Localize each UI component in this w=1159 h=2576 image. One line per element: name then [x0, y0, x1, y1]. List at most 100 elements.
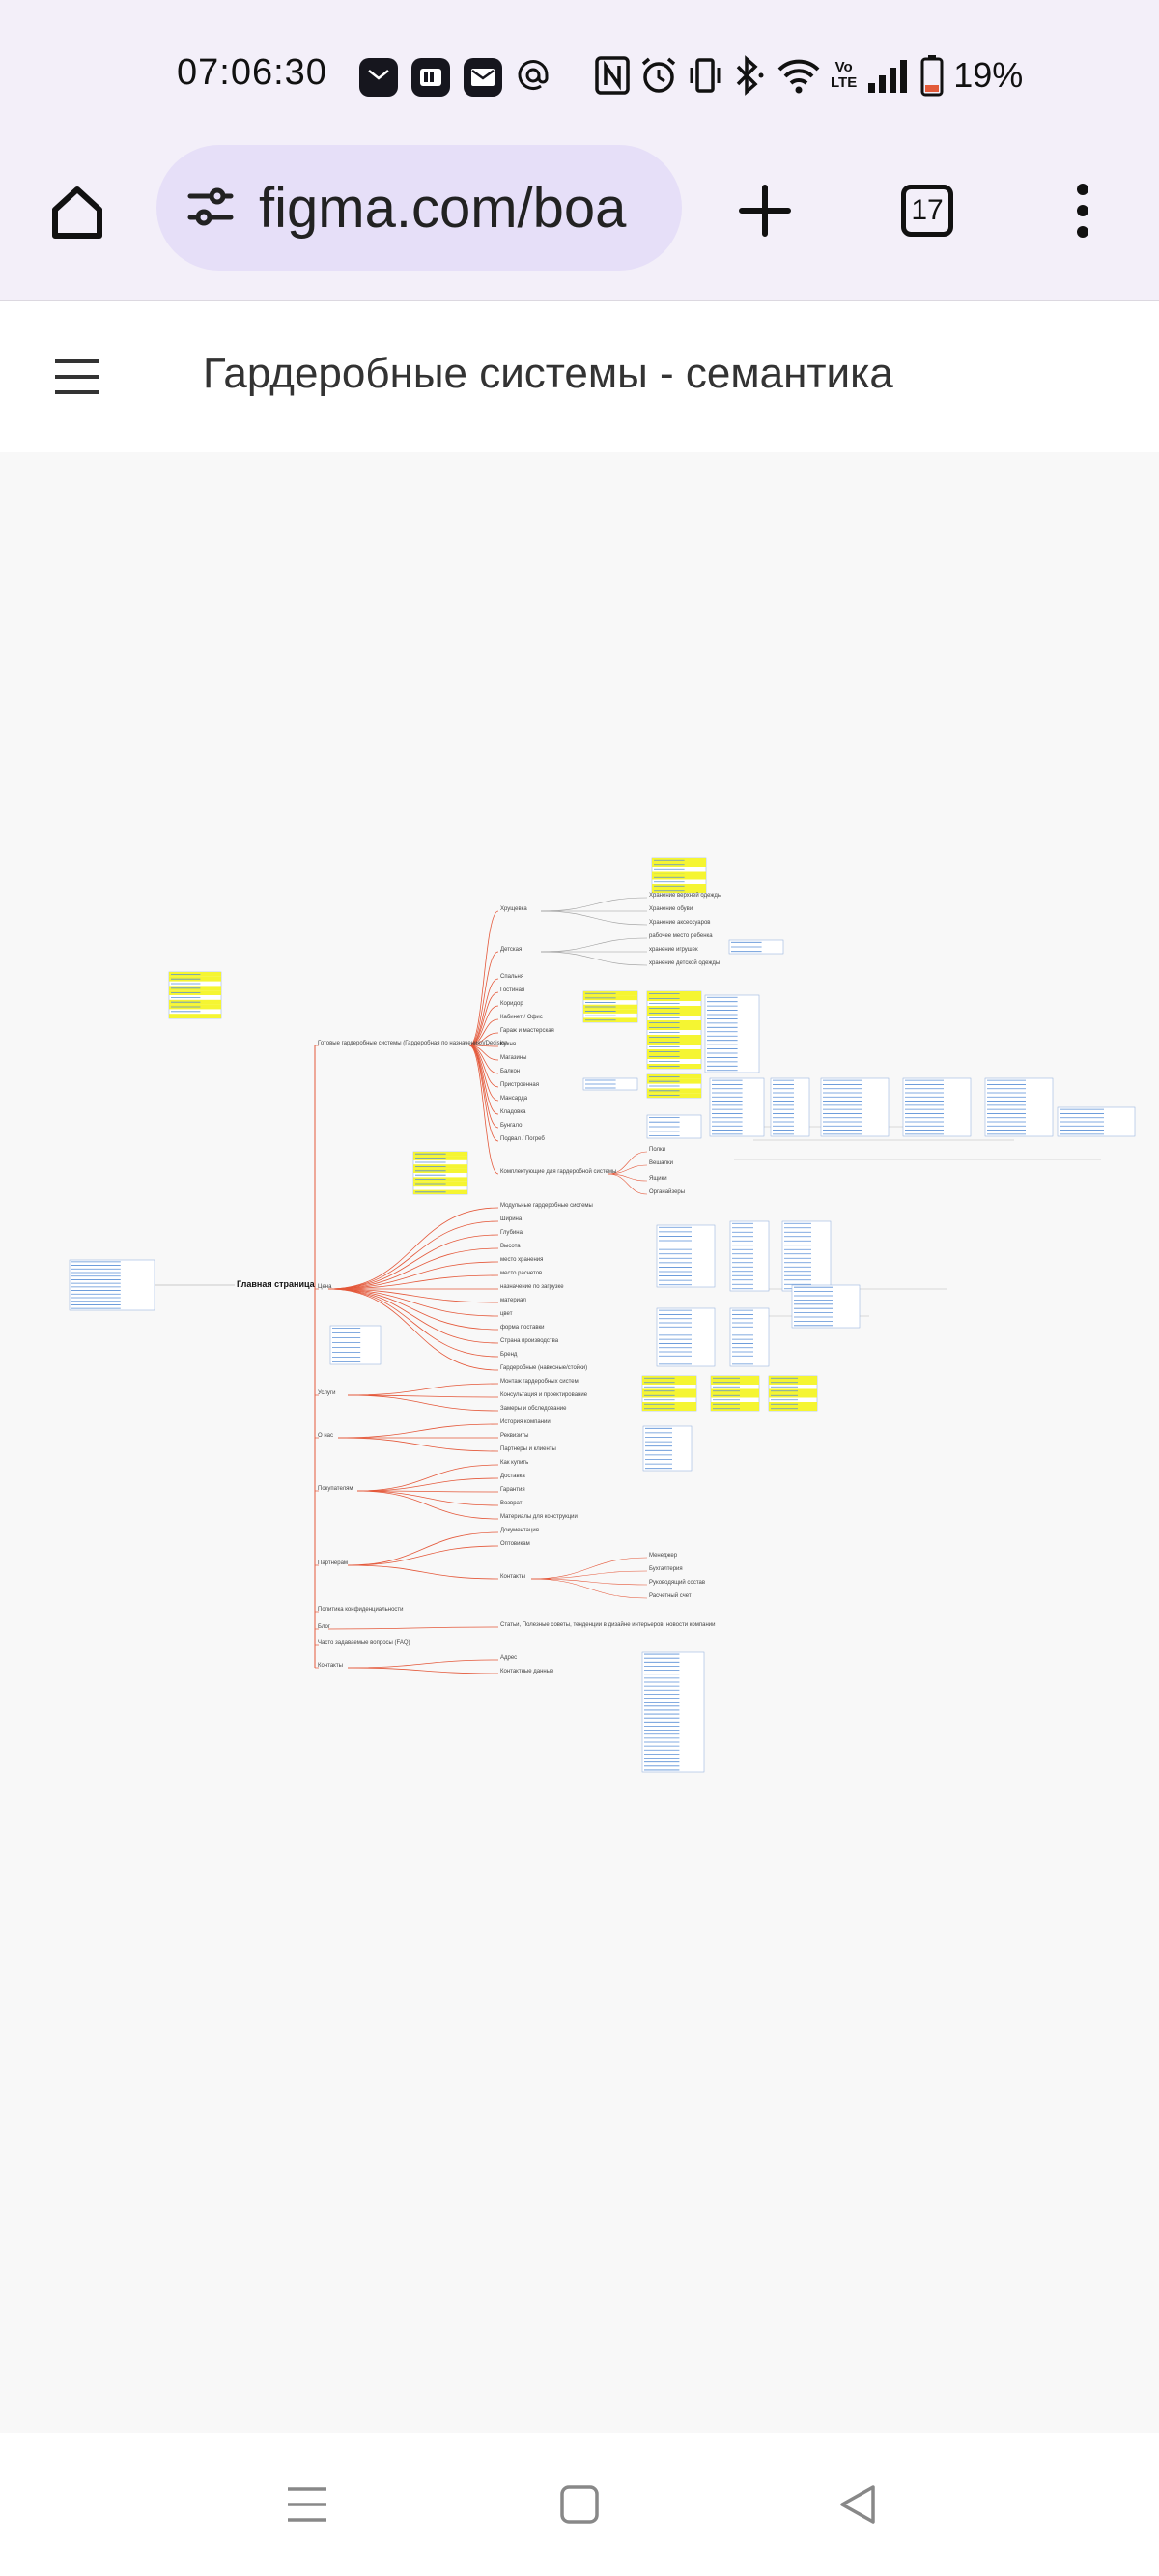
mindmap-node-label[interactable]: Гарантия: [500, 1487, 525, 1493]
mindmap-node-label[interactable]: Гостиная: [500, 987, 524, 993]
semantic-table[interactable]: [710, 1375, 760, 1412]
mindmap-node-label[interactable]: цвет: [500, 1311, 513, 1317]
mindmap-node-label[interactable]: Мансарда: [500, 1096, 528, 1102]
mindmap-node-label[interactable]: назначение по загрузке: [500, 1284, 564, 1290]
mindmap-node-label[interactable]: Главная страница: [237, 1279, 316, 1289]
mindmap-node-label[interactable]: Гардеробные (навесные/стойки): [500, 1364, 587, 1371]
mindmap-node-label[interactable]: место расчетов: [500, 1271, 542, 1276]
mindmap-node-label[interactable]: Документация: [500, 1528, 539, 1533]
mindmap-node-label[interactable]: Менеджер: [649, 1553, 678, 1559]
mindmap-node-label[interactable]: Органайзеры: [649, 1188, 685, 1195]
mindmap-node-label[interactable]: Подвал / Погреб: [500, 1136, 545, 1142]
mindmap-node-label[interactable]: Готовые гардеробные системы (Гардеробная…: [318, 1041, 508, 1046]
mindmap-node-label[interactable]: Полки: [649, 1147, 665, 1153]
mindmap-node-label[interactable]: Кабинет / Офис: [500, 1015, 543, 1020]
mindmap-node-label[interactable]: Расчетный счет: [649, 1592, 692, 1599]
semantic-table[interactable]: [1057, 1106, 1136, 1137]
semantic-table[interactable]: [768, 1375, 818, 1412]
mindmap-node-label[interactable]: Ширина: [500, 1216, 523, 1222]
mindmap-node-label[interactable]: форма поставки: [500, 1325, 545, 1331]
semantic-table[interactable]: [728, 939, 784, 955]
semantic-table[interactable]: [791, 1284, 861, 1329]
mindmap-node-label[interactable]: Политика конфиденциальности: [318, 1607, 404, 1613]
recents-button[interactable]: [278, 2476, 336, 2533]
mindmap-node-label[interactable]: Бунгало: [500, 1123, 523, 1129]
semantic-table[interactable]: [984, 1077, 1054, 1137]
semantic-table[interactable]: [69, 1259, 155, 1311]
semantic-table[interactable]: [646, 1114, 702, 1139]
mindmap-node-label[interactable]: О нас: [318, 1433, 333, 1439]
mindmap-node-label[interactable]: Контактные данные: [500, 1669, 554, 1674]
main-menu-button[interactable]: [48, 348, 106, 406]
semantic-table[interactable]: [646, 990, 702, 1070]
mindmap-node-label[interactable]: Спальня: [500, 974, 523, 980]
site-settings-icon[interactable]: [182, 179, 240, 237]
mindmap-node-label[interactable]: Глубина: [500, 1230, 523, 1236]
semantic-table[interactable]: [651, 857, 707, 894]
mindmap-node-label[interactable]: Пристроенная: [500, 1082, 539, 1088]
semantic-table[interactable]: [412, 1151, 468, 1195]
mindmap-node-label[interactable]: Материалы для конструкции: [500, 1514, 578, 1520]
tab-switcher-button[interactable]: 17: [889, 172, 966, 249]
back-nav-button[interactable]: [829, 2476, 887, 2533]
mindmap-node-label[interactable]: Партнерам: [318, 1560, 348, 1566]
mindmap-node-label[interactable]: место хранения: [500, 1257, 543, 1263]
semantic-table[interactable]: [902, 1077, 972, 1137]
semantic-table[interactable]: [642, 1425, 693, 1472]
semantic-table[interactable]: [641, 1651, 705, 1773]
mindmap-node-label[interactable]: Бухгалтерия: [649, 1566, 683, 1572]
semantic-table[interactable]: [729, 1307, 770, 1367]
mindmap-node-label[interactable]: Статьи, Полезные советы, тенденции в диз…: [500, 1621, 716, 1628]
mindmap-node-label[interactable]: Кладовка: [500, 1109, 526, 1115]
mindmap-node-label[interactable]: Контакты: [500, 1574, 525, 1580]
mindmap-node-label[interactable]: Балкон: [500, 1069, 520, 1074]
browser-menu-button[interactable]: [1049, 172, 1117, 249]
semantic-table[interactable]: [704, 994, 760, 1073]
mindmap-node-label[interactable]: Услуги: [318, 1390, 335, 1396]
mindmap-node-label[interactable]: Коридор: [500, 1001, 523, 1007]
mindmap-node-label[interactable]: История компании: [500, 1419, 551, 1425]
semantic-table[interactable]: [582, 990, 638, 1023]
semantic-table[interactable]: [729, 1220, 770, 1292]
mindmap-node-label[interactable]: Гараж и мастерская: [500, 1028, 554, 1034]
mindmap-node-label[interactable]: Магазины: [500, 1055, 526, 1061]
mindmap-node-label[interactable]: Бренд: [500, 1352, 518, 1358]
mindmap-node-label[interactable]: Партнеры и клиенты: [500, 1446, 556, 1452]
semantic-table[interactable]: [656, 1224, 716, 1288]
mindmap-node-label[interactable]: материал: [500, 1298, 526, 1303]
mindmap-node-label[interactable]: Как купить: [500, 1460, 528, 1466]
mindmap-node-label[interactable]: Реквизиты: [500, 1433, 528, 1439]
semantic-table[interactable]: [646, 1073, 702, 1099]
mindmap-node-label[interactable]: Хрущевка: [500, 906, 527, 912]
semantic-table[interactable]: [820, 1077, 890, 1137]
mindmap-node-label[interactable]: Оптовикам: [500, 1541, 530, 1547]
mindmap-node-label[interactable]: Хранение аксессуаров: [649, 920, 711, 926]
mindmap-node-label[interactable]: Доставка: [500, 1474, 525, 1479]
mindmap-node-label[interactable]: Блог: [318, 1624, 331, 1630]
mindmap-node-label[interactable]: Страна производства: [500, 1338, 559, 1344]
mindmap-board[interactable]: Главная страница Готовые гардеробные сист…: [0, 452, 1159, 2433]
mindmap-node-label[interactable]: Замеры и обследование: [500, 1406, 567, 1412]
mindmap-node-label[interactable]: Хранение верхней одежды: [649, 892, 721, 899]
mindmap-node-label[interactable]: Часто задаваемые вопросы (FAQ): [318, 1640, 410, 1646]
mindmap-node-label[interactable]: Модульные гардеробные системы: [500, 1203, 593, 1209]
url-bar[interactable]: figma.com/boa: [156, 145, 682, 271]
mindmap-node-label[interactable]: Руководящий состав: [649, 1579, 705, 1586]
mindmap-node-label[interactable]: Монтаж гардеробных систем: [500, 1379, 579, 1385]
home-button[interactable]: [39, 174, 116, 251]
semantic-table[interactable]: [781, 1220, 832, 1292]
semantic-table[interactable]: [641, 1375, 697, 1412]
semantic-table[interactable]: [709, 1077, 765, 1137]
figma-canvas[interactable]: Главная страница Готовые гардеробные сист…: [0, 452, 1159, 2433]
mindmap-node-label[interactable]: рабочее место ребенка: [649, 933, 713, 939]
semantic-table[interactable]: [582, 1077, 638, 1091]
mindmap-node-label[interactable]: Комплектующие для гардеробной системы: [500, 1168, 616, 1175]
mindmap-node-label[interactable]: Покупателям: [318, 1486, 353, 1492]
mindmap-node-label[interactable]: Адрес: [500, 1655, 517, 1661]
mindmap-node-label[interactable]: Контакты: [318, 1663, 343, 1669]
new-tab-button[interactable]: [726, 172, 804, 249]
semantic-table[interactable]: [168, 971, 222, 1019]
mindmap-node-label[interactable]: Возврат: [500, 1501, 523, 1506]
semantic-table[interactable]: [329, 1325, 382, 1365]
mindmap-node-label[interactable]: Детская: [500, 947, 522, 953]
